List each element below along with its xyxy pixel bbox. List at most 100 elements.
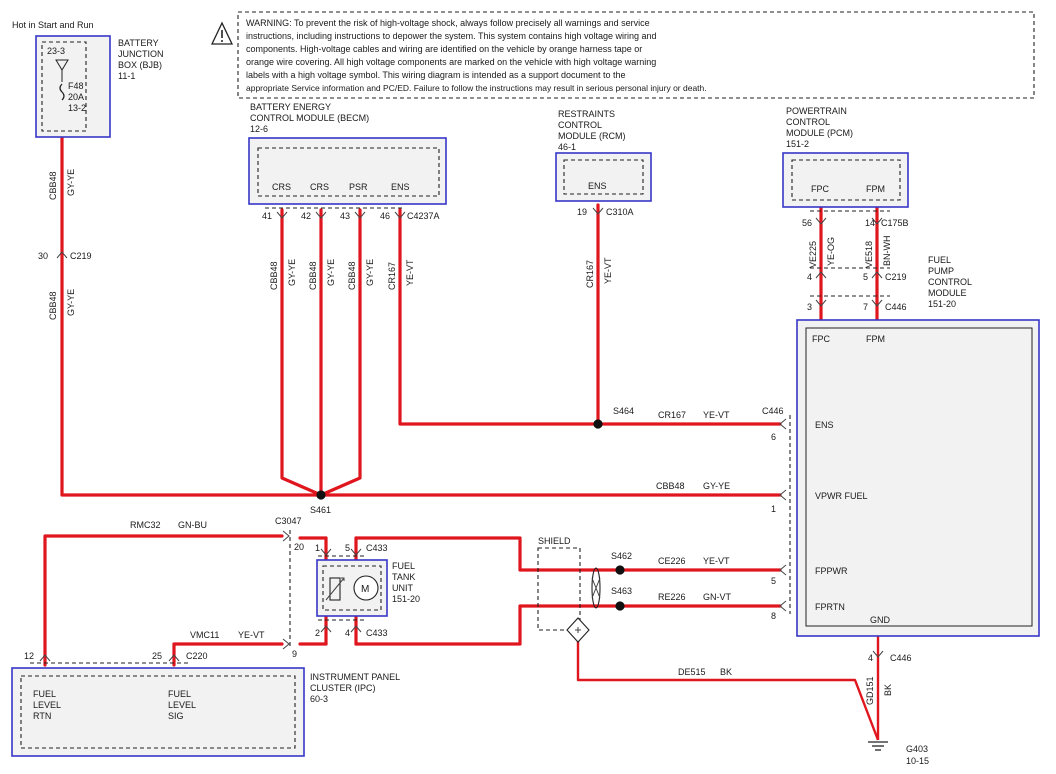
label-gyye-upper: GY-YE xyxy=(66,169,76,196)
becm-pin-num-46: 46 xyxy=(380,211,390,221)
splice-s462[interactable] xyxy=(615,565,625,575)
shield-twist-cross xyxy=(591,577,601,599)
becm-name-1: BATTERY ENERGY xyxy=(250,102,331,112)
fpcm-name-1: FUEL xyxy=(928,255,951,265)
warning-line-4: orange wire covering. All high voltage c… xyxy=(246,57,656,67)
becm-name-3: 12-6 xyxy=(250,124,268,134)
g403-ref: 10-15 xyxy=(906,756,929,766)
bjb-fuse-ref: 23-3 xyxy=(47,46,65,56)
pcm-name-4: 151-2 xyxy=(786,139,809,149)
warning-box: WARNING: To prevent the risk of high-vol… xyxy=(210,11,1035,99)
c433-bottom: 2 4 C433 xyxy=(315,619,388,638)
c446-pin-1: 1 xyxy=(771,504,776,514)
bjb-fuse-line-3: 13-2 xyxy=(68,103,86,113)
ipc-name-3: 60-3 xyxy=(310,694,328,704)
pcm-pin-num-14: 14 xyxy=(865,218,875,228)
label-ens-yevt: YE-VT xyxy=(703,410,730,420)
bjb-name-1: BATTERY xyxy=(118,38,159,48)
splice-s464[interactable] xyxy=(593,419,603,429)
warning-line-2: instructions, including instructions to … xyxy=(246,31,657,41)
label-ce226: CE226 xyxy=(658,556,686,566)
bjb-fuse-line-1: F48 xyxy=(68,81,84,91)
label-gd151: GD151 xyxy=(865,676,875,705)
wire-becm-46-ens xyxy=(398,208,782,426)
label-rcm-yevt: YE-VT xyxy=(603,257,613,284)
rcm-box[interactable] xyxy=(555,152,652,202)
c219b-connector: 4 5 C219 xyxy=(807,267,907,282)
s462-label: S462 xyxy=(611,551,632,561)
becm-name-2: CONTROL MODULE (BECM) xyxy=(250,113,369,123)
becm-pin-num-41: 41 xyxy=(262,211,272,221)
pcm-inner-dash xyxy=(791,159,901,201)
bjb-name-3: BOX (BJB) xyxy=(118,60,162,70)
splice-nodes xyxy=(316,419,625,611)
c219-connector: 30 C219 xyxy=(38,251,92,261)
c219b-pin-4: 4 xyxy=(807,272,812,282)
c446-top-connector: 3 7 C446 xyxy=(807,295,907,312)
ipc-pin1-line-3: RTN xyxy=(33,711,51,721)
becm-inner-dash xyxy=(257,147,440,197)
ipc-name-1: INSTRUMENT PANEL xyxy=(310,672,400,682)
warning-line-5: labels with a high voltage symbol. This … xyxy=(246,70,626,80)
label-ce226-yevt: YE-VT xyxy=(703,556,730,566)
shield-dash xyxy=(537,547,581,631)
fpcm-pin-fppwr: FPPWR xyxy=(815,566,848,576)
label-gd151-bk: BK xyxy=(883,684,893,696)
shield-twist-icon xyxy=(591,567,601,609)
ipc-box[interactable] xyxy=(11,667,305,757)
c446-pin-6: 6 xyxy=(771,432,776,442)
fpcm-name-5: 151-20 xyxy=(928,299,956,309)
ftu-name-4: 151-20 xyxy=(392,594,420,604)
label-cbb48-upper: CBB48 xyxy=(48,171,58,200)
pcm-name-1: POWERTRAIN xyxy=(786,106,847,116)
warning-icon xyxy=(210,21,234,45)
bjb-name-4: 11-1 xyxy=(118,71,135,81)
pcm-box[interactable] xyxy=(782,152,909,208)
splice-s463[interactable] xyxy=(615,601,625,611)
label-ve225: VE225 xyxy=(808,241,818,268)
pcm-name-2: CONTROL xyxy=(786,117,830,127)
wire-becm-41 xyxy=(280,208,323,497)
fpcm-pin-vpwr: VPWR FUEL xyxy=(815,491,868,501)
fpcm-name-3: CONTROL xyxy=(928,277,972,287)
s463-label: S463 xyxy=(611,586,632,596)
rcm-pin-ens: ENS xyxy=(588,181,607,191)
rcm-name-3: MODULE (RCM) xyxy=(558,131,626,141)
rcm: RESTRAINTS CONTROL MODULE (RCM) 46-1 ENS… xyxy=(555,109,652,217)
warning-line-3: components. High-voltage cables and wiri… xyxy=(246,44,642,54)
label-de515: DE515 xyxy=(678,667,706,677)
ipc-inner-dash xyxy=(20,675,296,749)
label-becm-41-cbb48: CBB48 xyxy=(269,261,279,290)
label-gyye-lower: GY-YE xyxy=(66,289,76,316)
c220-label: C220 xyxy=(186,651,208,661)
c219b-label: C219 xyxy=(885,272,907,282)
c446-side-connector: C446 6 1 5 8 xyxy=(762,406,791,621)
label-becm-41-gyye: GY-YE xyxy=(287,259,297,286)
becm-box[interactable] xyxy=(248,137,447,205)
label-yeog: YE-OG xyxy=(826,237,836,266)
bjb-hot-label: Hot in Start and Run xyxy=(12,20,94,30)
splice-s461[interactable] xyxy=(316,490,326,500)
pcm-pin-num-56: 56 xyxy=(802,218,812,228)
bjb-name-2: JUNCTION xyxy=(118,49,164,59)
fpcm-name-2: PUMP xyxy=(928,266,954,276)
c446-gnd-pin: 4 xyxy=(868,653,873,663)
c446-top-pin-3: 3 xyxy=(807,302,812,312)
ipc-pin2-line-1: FUEL xyxy=(168,689,191,699)
pcm: POWERTRAIN CONTROL MODULE (PCM) 151-2 FP… xyxy=(782,106,909,228)
c219-label: C219 xyxy=(70,251,92,261)
g403-label: G403 xyxy=(906,744,928,754)
bjb-box[interactable] xyxy=(35,35,111,138)
label-de515-bk: BK xyxy=(720,667,732,677)
pcm-pin-fpm: FPM xyxy=(866,184,885,194)
pcm-connector-label: C175B xyxy=(881,218,909,228)
label-becm-46-yevt: YE-VT xyxy=(405,259,415,286)
warning-line-1: WARNING: To prevent the risk of high-vol… xyxy=(246,18,650,28)
ftu-name-3: UNIT xyxy=(392,583,413,593)
c446-top-pin-7: 7 xyxy=(863,302,868,312)
fuse-symbol-icon xyxy=(55,59,69,101)
wire-ce226-fppwr xyxy=(354,536,782,572)
becm-pin-num-42: 42 xyxy=(301,211,311,221)
wire-de515 xyxy=(576,636,880,741)
